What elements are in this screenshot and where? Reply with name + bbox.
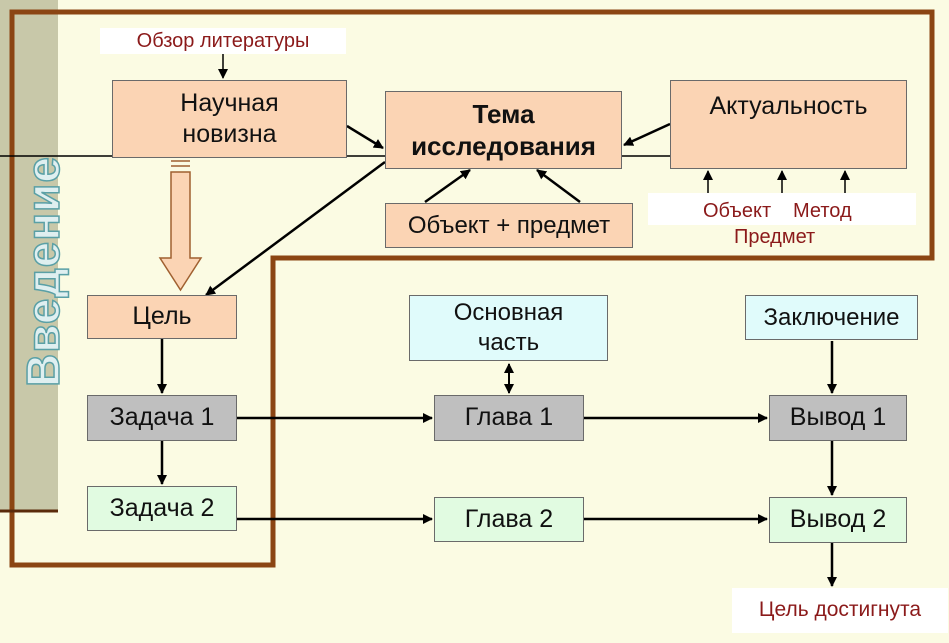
research-topic-box: Тема исследования bbox=[385, 91, 622, 169]
intro-frame bbox=[9, 9, 935, 568]
relevance-object-label: Объект bbox=[703, 200, 772, 222]
chapter-2-box: Глава 2 bbox=[434, 497, 584, 542]
relevance-method-label: Метод bbox=[793, 200, 852, 222]
goal-achieved-label: Цель достигнута bbox=[732, 588, 948, 633]
relevance-components-label bbox=[648, 193, 916, 225]
object-subject-box: Объект + предмет bbox=[385, 203, 633, 248]
literature-review-label: Обзор литературы bbox=[100, 28, 346, 54]
intro-vertical-title: Введение bbox=[16, 155, 70, 387]
result-1-box: Вывод 1 bbox=[769, 395, 907, 441]
relevance-box: Актуальность bbox=[670, 80, 907, 169]
conclusion-box: Заключение bbox=[745, 295, 918, 340]
task-2-box: Задача 2 bbox=[87, 486, 237, 531]
task-1-box: Задача 1 bbox=[87, 395, 237, 441]
goal-box: Цель bbox=[87, 295, 237, 339]
chapter-1-box: Глава 1 bbox=[434, 395, 584, 441]
main-part-box: Основная часть bbox=[409, 295, 608, 361]
scientific-novelty-box: Научная новизна bbox=[112, 80, 347, 158]
result-2-box: Вывод 2 bbox=[769, 497, 907, 543]
novelty-to-goal-arrow bbox=[158, 160, 203, 292]
relevance-subject-label: Предмет bbox=[734, 226, 816, 248]
